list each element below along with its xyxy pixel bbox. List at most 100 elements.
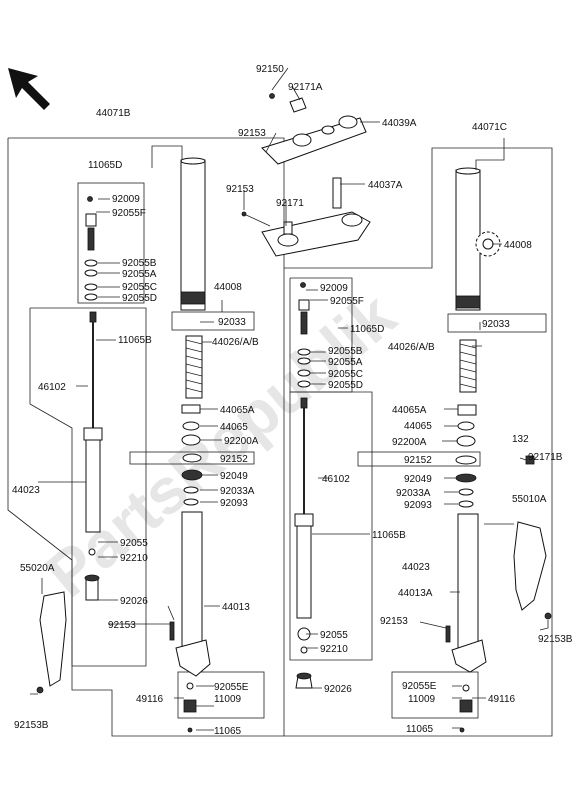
left-fork-frame <box>7 137 285 737</box>
label-11065D-left: 11065D <box>88 160 122 171</box>
steering-stem <box>241 177 371 257</box>
label-92093-right: 92093 <box>404 500 432 511</box>
label-92055-left: 92055 <box>120 538 148 549</box>
right-fork-frame <box>284 147 553 737</box>
label-92055D-left: 92055D <box>122 293 157 304</box>
label-11065-left: 11065 <box>214 726 242 737</box>
label-44065A-left: 44065A <box>220 405 255 416</box>
label-92210-left: 92210 <box>120 553 148 564</box>
label-44026-right: 44026/A/B <box>388 342 435 353</box>
right-fork-spring <box>459 339 477 393</box>
left-guard <box>36 591 67 694</box>
left-cartridge-box <box>77 182 145 304</box>
label-92055F-left: 92055F <box>112 208 146 219</box>
label-92171A: 92171A <box>288 82 323 93</box>
label-92153-mid: 92153 <box>226 184 254 195</box>
label-92200A-left: 92200A <box>224 436 259 447</box>
label-92055A-left: 92055A <box>122 269 157 280</box>
label-44013: 44013 <box>222 602 250 613</box>
right-outer-tube <box>455 167 481 311</box>
label-92009-right: 92009 <box>320 283 348 294</box>
right-guard <box>513 455 552 620</box>
label-46102-left: 46102 <box>38 382 66 393</box>
label-46102-right: 46102 <box>322 474 350 485</box>
label-92033A-left: 92033A <box>220 486 255 497</box>
label-49116-left: 49116 <box>136 694 164 705</box>
label-92055A-right: 92055A <box>328 357 363 368</box>
right-collar-rings <box>455 404 477 508</box>
label-92150: 92150 <box>256 64 284 75</box>
label-92009-left: 92009 <box>112 194 140 205</box>
right-bottom-box <box>391 671 479 719</box>
label-92055E-left: 92055E <box>214 682 249 693</box>
left-damper-rod <box>83 311 103 601</box>
label-92049-left: 92049 <box>220 471 248 482</box>
label-11065-right: 11065 <box>406 724 434 735</box>
label-92055-right: 92055 <box>320 630 348 641</box>
leader-lines <box>30 67 549 731</box>
label-92153-right: 92153 <box>380 616 408 627</box>
label-92055D-right: 92055D <box>328 380 363 391</box>
label-44013A: 44013A <box>398 588 433 599</box>
label-55020A: 55020A <box>20 563 55 574</box>
right-cartridge-parts <box>297 282 311 388</box>
label-11009-right: 11009 <box>408 694 436 705</box>
label-92200A-right: 92200A <box>392 437 427 448</box>
label-92210-right: 92210 <box>320 644 348 655</box>
label-92093-left: 92093 <box>220 498 248 509</box>
left-fork-spring <box>185 335 203 399</box>
upper-bracket <box>261 93 367 165</box>
label-44008-left: 44008 <box>214 282 242 293</box>
label-92055E-right: 92055E <box>402 681 437 692</box>
label-44071B: 44071B <box>96 108 131 119</box>
label-92055F-right: 92055F <box>330 296 364 307</box>
right-damper-rod <box>294 397 314 689</box>
label-44037A: 44037A <box>368 180 403 191</box>
label-55010A: 55010A <box>512 494 547 505</box>
label-92026-left: 92026 <box>120 596 148 607</box>
label-92171: 92171 <box>276 198 304 209</box>
label-49116-right: 49116 <box>488 694 516 705</box>
label-92055C-left: 92055C <box>122 282 157 293</box>
label-44071C: 44071C <box>472 122 507 133</box>
label-92033A-right: 92033A <box>396 488 431 499</box>
label-44065-right: 44065 <box>404 421 432 432</box>
label-44023-right: 44023 <box>402 562 430 573</box>
label-132: 132 <box>512 434 529 445</box>
label-11065B-left: 11065B <box>118 335 152 346</box>
label-44026-left: 44026/A/B <box>212 337 259 348</box>
label-44065A-right: 44065A <box>392 405 427 416</box>
left-inner-tube <box>169 511 211 677</box>
front-direction-arrow-icon <box>8 68 50 110</box>
right-damper-frame <box>289 391 373 661</box>
label-92033-right: 92033 <box>482 319 510 330</box>
label-11065D-right: 11065D <box>350 324 384 335</box>
label-92033-left: 92033 <box>218 317 246 328</box>
left-outer-tube <box>180 157 206 311</box>
left-bottom-parts <box>183 682 197 733</box>
label-92171B: 92171B <box>528 452 563 463</box>
label-11065B-right: 11065B <box>372 530 406 541</box>
label-92153B-left: 92153B <box>14 720 49 731</box>
label-92026-right: 92026 <box>324 684 352 695</box>
left-damper-frame <box>29 307 147 667</box>
left-cartridge-parts <box>84 196 98 301</box>
label-11009-left: 11009 <box>214 694 242 705</box>
label-92153-top: 92153 <box>238 128 266 139</box>
label-92153-left: 92153 <box>108 620 136 631</box>
label-44008-right: 44008 <box>504 240 532 251</box>
left-bottom-box <box>177 671 265 719</box>
label-44065-left: 44065 <box>220 422 248 433</box>
label-92153B-right: 92153B <box>538 634 573 645</box>
label-44039A: 44039A <box>382 118 417 129</box>
label-92152-right: 92152 <box>404 455 432 466</box>
label-92055B-right: 92055B <box>328 346 363 357</box>
label-44023-left: 44023 <box>12 485 40 496</box>
part-labels: 44071B 11065D 92009 92055F 92055B 92055A… <box>12 64 573 737</box>
left-collar-rings <box>181 404 203 506</box>
label-92055C-right: 92055C <box>328 369 363 380</box>
label-92152-left: 92152 <box>220 454 248 465</box>
right-bottom-parts <box>459 684 473 733</box>
